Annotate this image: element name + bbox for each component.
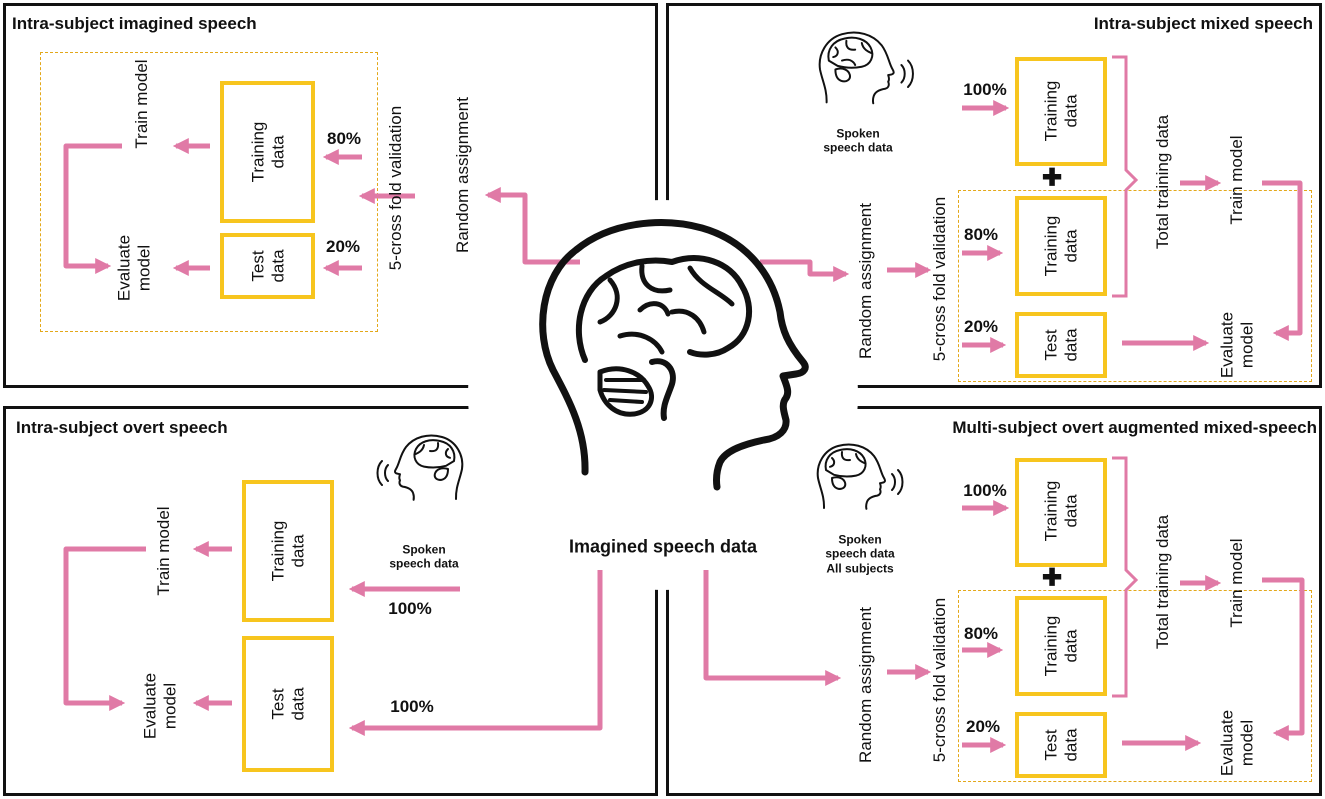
cross-validation-region	[958, 590, 1312, 782]
center-label: Imagined speech data	[568, 536, 758, 557]
arrow-icon	[1262, 577, 1305, 742]
speaking-head-icon	[816, 443, 904, 510]
arrow-icon	[1262, 180, 1303, 342]
train-percent-label: 80%	[326, 129, 362, 148]
cross-validation-label: 5-cross fold validation	[930, 597, 950, 763]
panel-title: Intra-subject overt speech	[16, 418, 228, 437]
arrow-icon	[760, 259, 850, 283]
train-model-label: Train model	[1227, 135, 1247, 225]
cross-validation-region	[40, 52, 378, 332]
training-data-label: Training data	[1041, 80, 1080, 142]
cross-validation-label: 5-cross fold validation	[386, 105, 406, 271]
training-data-label: Training data	[1041, 615, 1080, 677]
total-training-label: Total training data	[1153, 514, 1173, 650]
imagined-percent-label: 100%	[390, 697, 434, 716]
spoken-speech-label: Spoken speech data	[389, 542, 459, 571]
test-data-box	[1015, 712, 1107, 778]
spoken-percent-label: 100%	[388, 599, 432, 618]
evaluate-model-label: Evaluate model	[1217, 311, 1256, 379]
training-data-box	[1015, 196, 1107, 296]
random-assignment-label: Random assignment	[453, 97, 473, 253]
training-data-box	[242, 480, 334, 622]
training-data-box	[220, 81, 315, 223]
test-data-label: Test data	[1041, 728, 1080, 762]
center-circle	[468, 200, 858, 590]
training-data-label: Training data	[268, 520, 307, 582]
plus-icon: ✚	[1041, 564, 1063, 592]
train-model-label: Train model	[154, 506, 174, 596]
train-percent-label: 80%	[963, 225, 999, 244]
test-data-box	[242, 636, 334, 772]
training-data-box	[1015, 458, 1107, 567]
panel-title: Multi-subject overt augmented mixed-spee…	[952, 418, 1317, 437]
arrow-icon	[63, 143, 122, 275]
training-data-box	[1015, 596, 1107, 696]
test-percent-label: 20%	[325, 237, 361, 256]
train-model-label: Train model	[132, 59, 152, 149]
arrow-icon	[703, 570, 842, 687]
spoken-speech-label: Spoken speech data	[823, 126, 893, 155]
panel-title: Intra-subject imagined speech	[12, 14, 257, 33]
total-training-label: Total training data	[1153, 114, 1173, 250]
test-data-label: Test data	[1041, 328, 1080, 362]
evaluate-model-label: Evaluate model	[114, 234, 153, 302]
bracket	[1112, 55, 1139, 298]
random-assignment-label: Random assignment	[856, 203, 876, 359]
brain-head-icon	[539, 219, 809, 491]
test-percent-label: 20%	[963, 317, 999, 336]
training-data-label: Training data	[1041, 215, 1080, 277]
spoken-percent-label: 100%	[963, 481, 1007, 500]
training-data-label: Training data	[1041, 480, 1080, 542]
cross-validation-region	[958, 190, 1312, 382]
panel-title: Intra-subject mixed speech	[1093, 14, 1313, 33]
random-assignment-label: Random assignment	[856, 607, 876, 763]
bracket	[1112, 456, 1139, 698]
test-data-box	[220, 233, 315, 299]
arrow-icon	[484, 186, 580, 265]
test-data-label: Test data	[248, 249, 287, 283]
speaking-head-icon	[818, 31, 914, 105]
evaluate-model-label: Evaluate model	[140, 672, 179, 740]
test-data-label: Test data	[268, 687, 307, 721]
plus-icon: ✚	[1041, 164, 1063, 192]
spoken-speech-label: Spoken speech data All subjects	[825, 532, 895, 576]
arrow-icon	[348, 570, 603, 737]
train-model-label: Train model	[1227, 538, 1247, 628]
training-data-label: Training data	[248, 121, 287, 183]
test-percent-label: 20%	[965, 717, 1001, 736]
test-data-box	[1015, 312, 1107, 378]
arrow-icon	[63, 546, 146, 712]
spoken-percent-label: 100%	[963, 80, 1007, 99]
train-percent-label: 80%	[963, 624, 999, 643]
evaluate-model-label: Evaluate model	[1217, 709, 1256, 777]
cross-validation-label: 5-cross fold validation	[930, 196, 950, 362]
training-data-box	[1015, 57, 1107, 166]
speaking-head-icon	[376, 434, 464, 501]
